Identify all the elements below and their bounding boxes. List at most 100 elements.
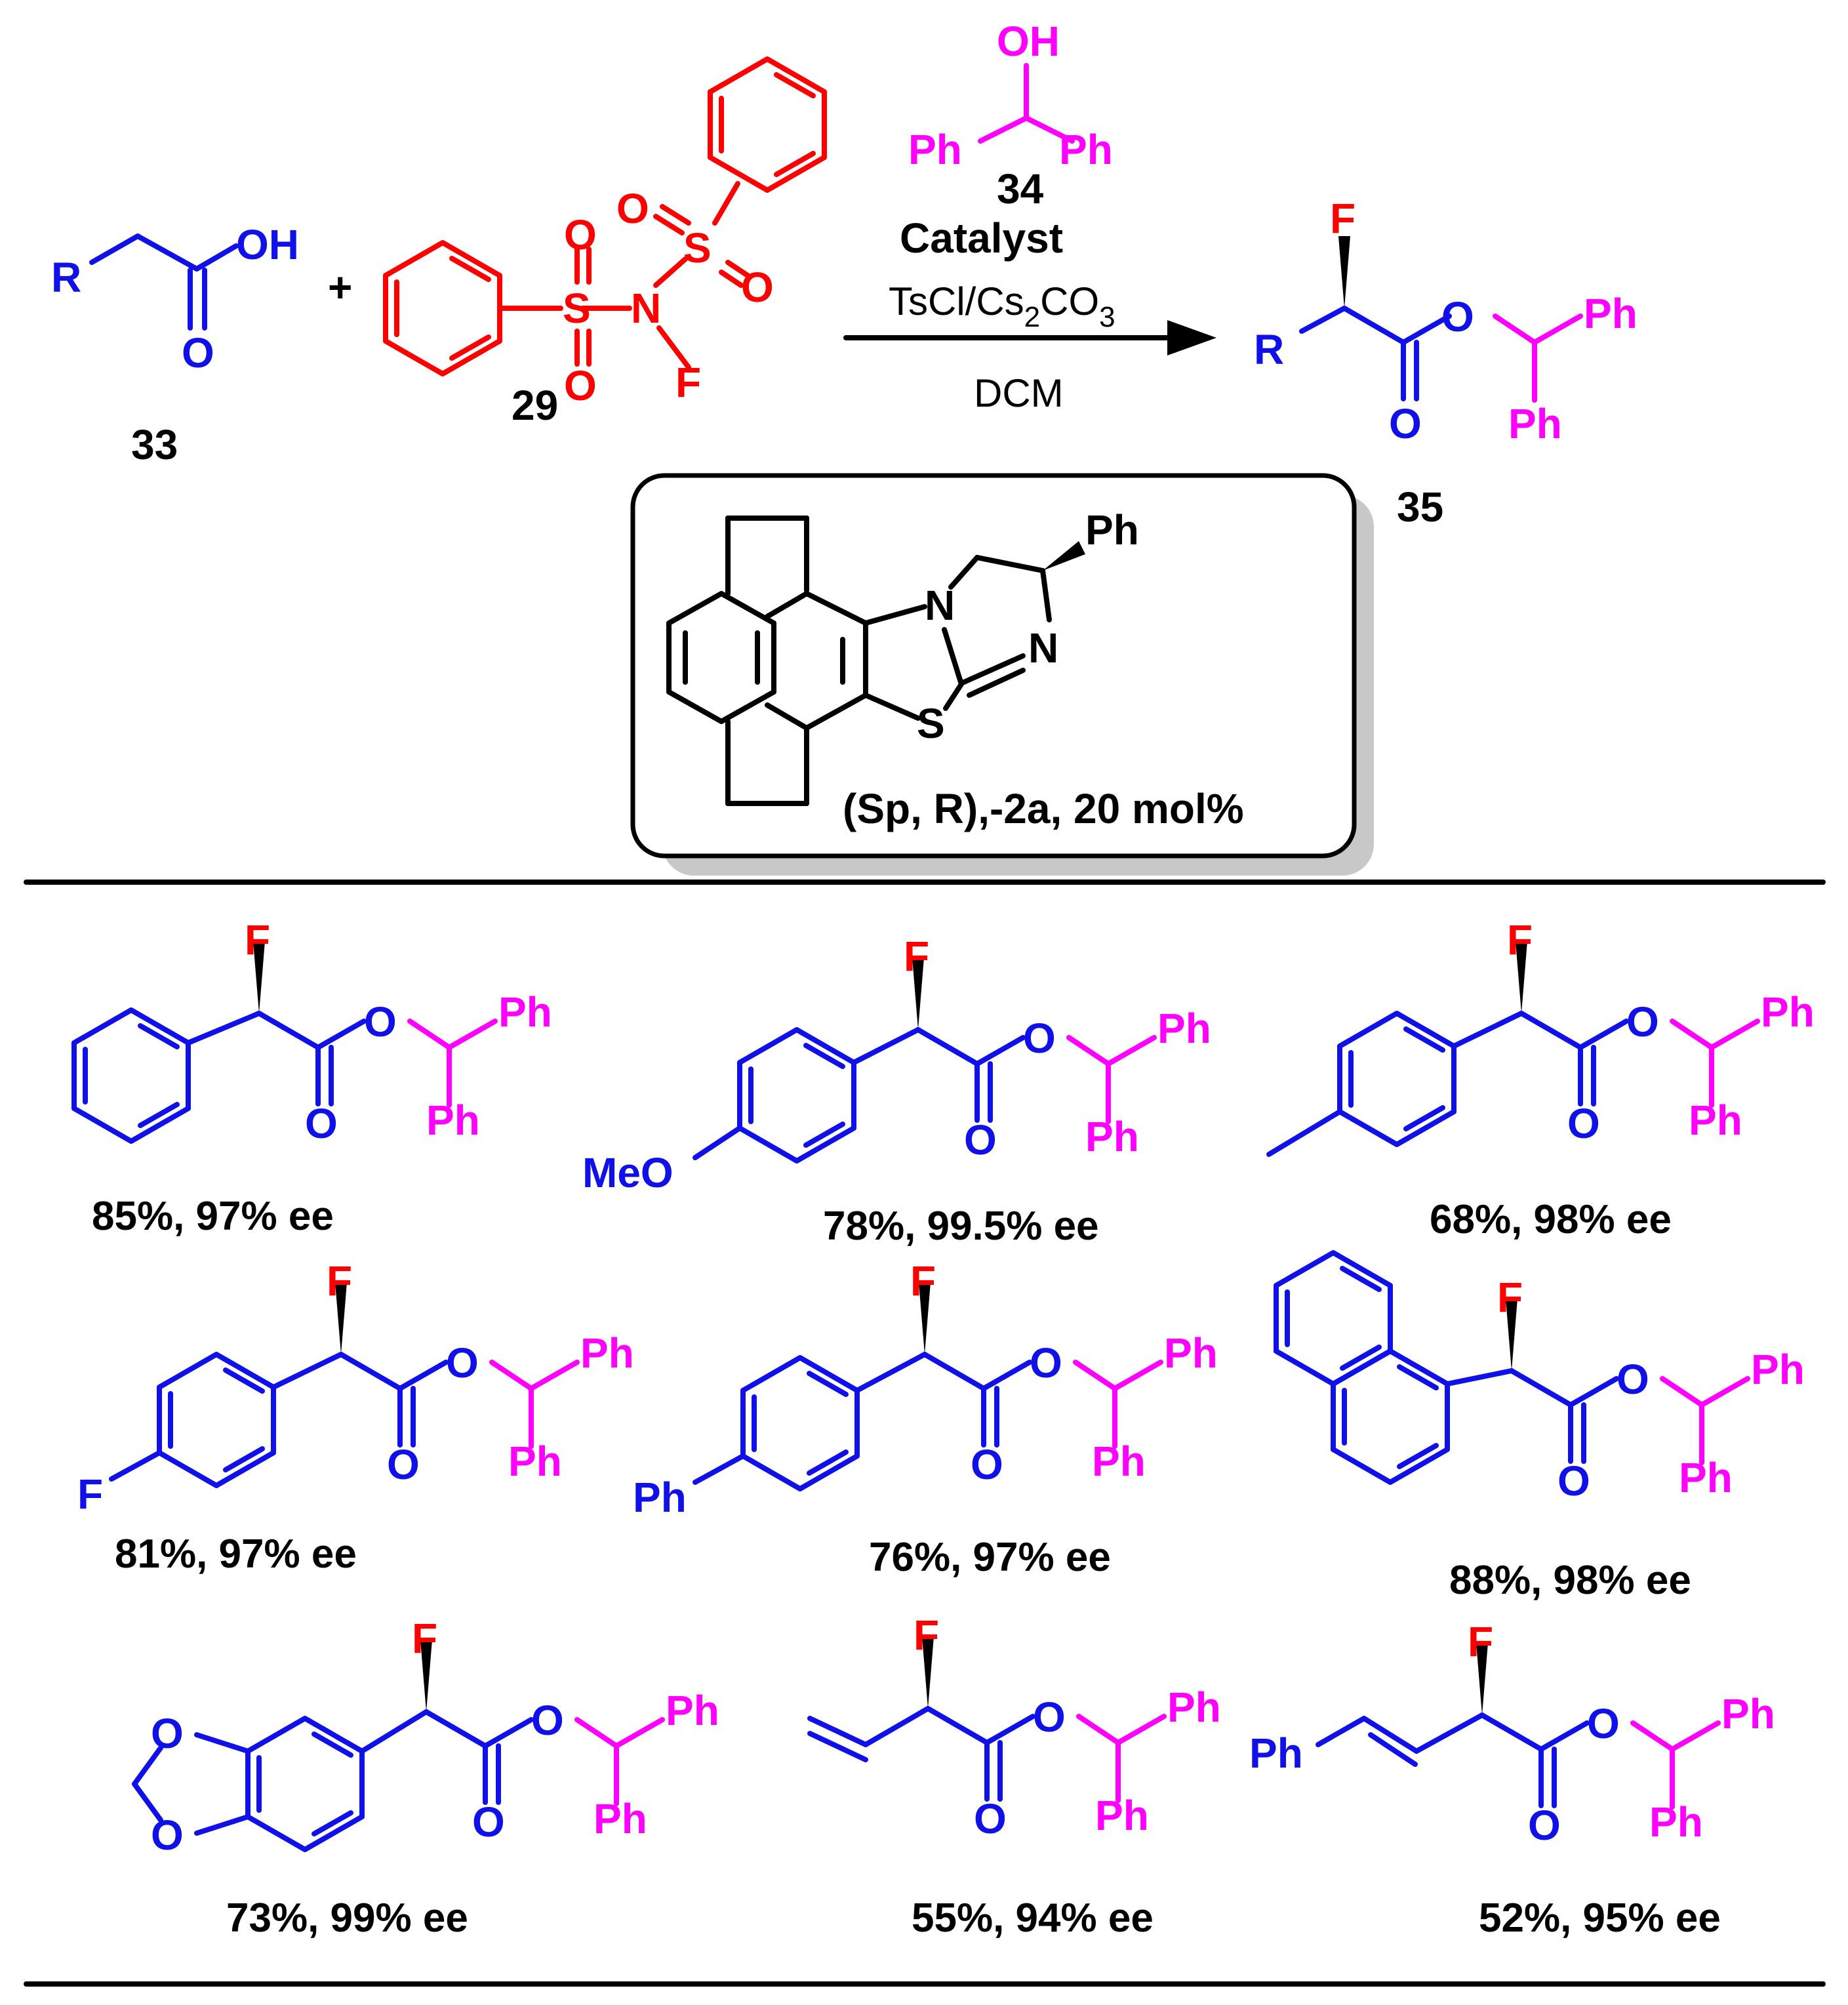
alcohol-34: OH Ph Ph 34 xyxy=(908,18,1113,213)
product-5: Ph F O O Ph Ph 76%, 97% ee xyxy=(633,1257,1218,1580)
p7-o3-label: O xyxy=(472,1798,505,1846)
p7-f-label: F xyxy=(412,1615,437,1662)
product-2: MeO F O O Ph Ph 78%, 99.5% ee xyxy=(582,933,1211,1249)
p9-ph2-label: Ph xyxy=(1649,1798,1703,1846)
catalyst-n1-label: N xyxy=(925,582,955,629)
p1-ph1-label: Ph xyxy=(498,988,552,1036)
catalyst-label: (Sp, R),-2a, 20 mol% xyxy=(843,785,1244,832)
p6-o-label: O xyxy=(1617,1356,1649,1403)
p2-f-label: F xyxy=(904,933,929,980)
p5-o2-label: O xyxy=(971,1441,1003,1488)
product-7-yield: 73%, 99% ee xyxy=(226,1895,468,1941)
product-3-yield: 68%, 98% ee xyxy=(1430,1197,1672,1242)
p5-ph1-label: Ph xyxy=(1164,1329,1218,1377)
product-1: F O O Ph Ph 85%, 97% ee xyxy=(74,916,552,1239)
product-8: F O O Ph Ph 55%, 94% ee xyxy=(807,1611,1221,1941)
catalyst-box: N S N Ph (Sp, R),-2a, 20 mol% xyxy=(630,473,1374,876)
product-compound-number: 35 xyxy=(1397,483,1443,531)
p1-ph2-label: Ph xyxy=(426,1097,480,1144)
p5-f-label: F xyxy=(910,1257,936,1305)
alcohol-oh-label: OH xyxy=(997,18,1060,65)
nfsi-n-label: N xyxy=(631,285,661,332)
p6-ph2-label: Ph xyxy=(1679,1454,1733,1501)
p9-f-label: F xyxy=(1468,1618,1493,1665)
p2-meo-label: MeO xyxy=(582,1149,673,1196)
reaction-arrow-head xyxy=(1167,320,1216,355)
p2-o-label: O xyxy=(1023,1015,1056,1062)
alcohol-ph2-label: Ph xyxy=(1059,126,1113,173)
p3-f-label: F xyxy=(1507,916,1533,963)
catalyst-structure: N S N Ph xyxy=(666,506,1139,806)
acid-oh-label: OH xyxy=(236,221,299,268)
catalyst-ph-label: Ph xyxy=(1085,506,1139,554)
p7-o-label: O xyxy=(531,1697,564,1744)
nfsi-f-label: F xyxy=(675,359,701,406)
product-4-yield: 81%, 97% ee xyxy=(115,1531,357,1577)
p7-ph1-label: Ph xyxy=(666,1687,719,1734)
nfsi-29: S N O O F S O O 29 xyxy=(386,59,824,429)
p9-o-label: O xyxy=(1587,1700,1620,1747)
product-9-yield: 52%, 95% ee xyxy=(1479,1895,1721,1941)
product-f-label: F xyxy=(1330,195,1356,242)
catalyst-s-label: S xyxy=(917,700,945,747)
alcohol-compound-number: 34 xyxy=(997,165,1044,213)
nfsi-o1-label: O xyxy=(564,211,597,258)
product-7: O O F O O Ph Ph 73%, 99% ee xyxy=(132,1615,719,1941)
nfsi-o2-label: O xyxy=(564,362,597,409)
p8-ph2-label: Ph xyxy=(1095,1792,1149,1839)
p3-ph2-label: Ph xyxy=(1689,1097,1742,1144)
acid-compound-number: 33 xyxy=(131,421,178,468)
p1-o-label: O xyxy=(364,998,397,1045)
p5-o-label: O xyxy=(1030,1339,1062,1387)
product-6: F O O Ph Ph 88%, 98% ee xyxy=(1276,1253,1805,1603)
nfsi-compound-number: 29 xyxy=(512,382,558,429)
product-3: F O O Ph Ph 68%, 98% ee xyxy=(1266,916,1815,1242)
p1-f-label: F xyxy=(245,916,270,963)
p4-ph1-label: Ph xyxy=(580,1329,634,1377)
solvent-text: DCM xyxy=(974,371,1064,415)
p4-ph2-label: Ph xyxy=(508,1438,562,1485)
p4-f-sub-label: F xyxy=(77,1470,103,1518)
product-6-yield: 88%, 98% ee xyxy=(1449,1558,1691,1603)
product-r-label: R xyxy=(1254,326,1284,373)
p6-ph1-label: Ph xyxy=(1751,1346,1805,1393)
catalyst-text: Catalyst xyxy=(900,214,1063,262)
product-o-carbonyl-label: O xyxy=(1389,400,1422,447)
product-35: F R O O Ph Ph 35 xyxy=(1254,195,1637,531)
product-o-ester-label: O xyxy=(1441,293,1474,340)
catalyst-n2-label: N xyxy=(1028,624,1058,672)
p8-o2-label: O xyxy=(974,1795,1007,1842)
acid-r-label: R xyxy=(51,254,81,301)
plus-sign: + xyxy=(328,264,352,311)
product-2-yield: 78%, 99.5% ee xyxy=(823,1204,1099,1249)
nfsi-o4-label: O xyxy=(741,264,774,311)
p4-f-label: F xyxy=(327,1257,352,1305)
p3-o-label: O xyxy=(1626,998,1659,1045)
p2-ph2-label: Ph xyxy=(1085,1113,1139,1160)
product-5-yield: 76%, 97% ee xyxy=(869,1535,1111,1580)
p7-ph2-label: Ph xyxy=(593,1795,647,1842)
nfsi-s2-label: S xyxy=(683,224,712,272)
p3-ph1-label: Ph xyxy=(1761,988,1815,1036)
acid-33: R OH O 33 xyxy=(51,221,299,468)
product-ph2-label: Ph xyxy=(1508,400,1562,447)
p5-ph-sub-label: Ph xyxy=(633,1474,687,1521)
p6-f-label: F xyxy=(1497,1274,1523,1321)
p3-o2-label: O xyxy=(1567,1100,1600,1147)
alcohol-ph1-label: Ph xyxy=(908,126,962,173)
p9-ph1-label: Ph xyxy=(1721,1690,1775,1737)
p7-o1-label: O xyxy=(151,1710,184,1757)
p5-ph2-label: Ph xyxy=(1092,1438,1146,1485)
product-1-yield: 85%, 97% ee xyxy=(92,1194,334,1239)
p9-ph-sub-label: Ph xyxy=(1249,1730,1303,1777)
p7-o2-label: O xyxy=(151,1812,184,1859)
p2-o2-label: O xyxy=(964,1116,997,1164)
product-4: F F O O Ph Ph 81%, 97% ee xyxy=(77,1257,634,1577)
p1-o2-label: O xyxy=(305,1100,338,1147)
p2-ph1-label: Ph xyxy=(1157,1005,1211,1052)
p4-o-label: O xyxy=(446,1339,479,1387)
p6-o2-label: O xyxy=(1557,1457,1590,1505)
p8-f-label: F xyxy=(914,1611,939,1659)
product-8-yield: 55%, 94% ee xyxy=(912,1895,1154,1941)
